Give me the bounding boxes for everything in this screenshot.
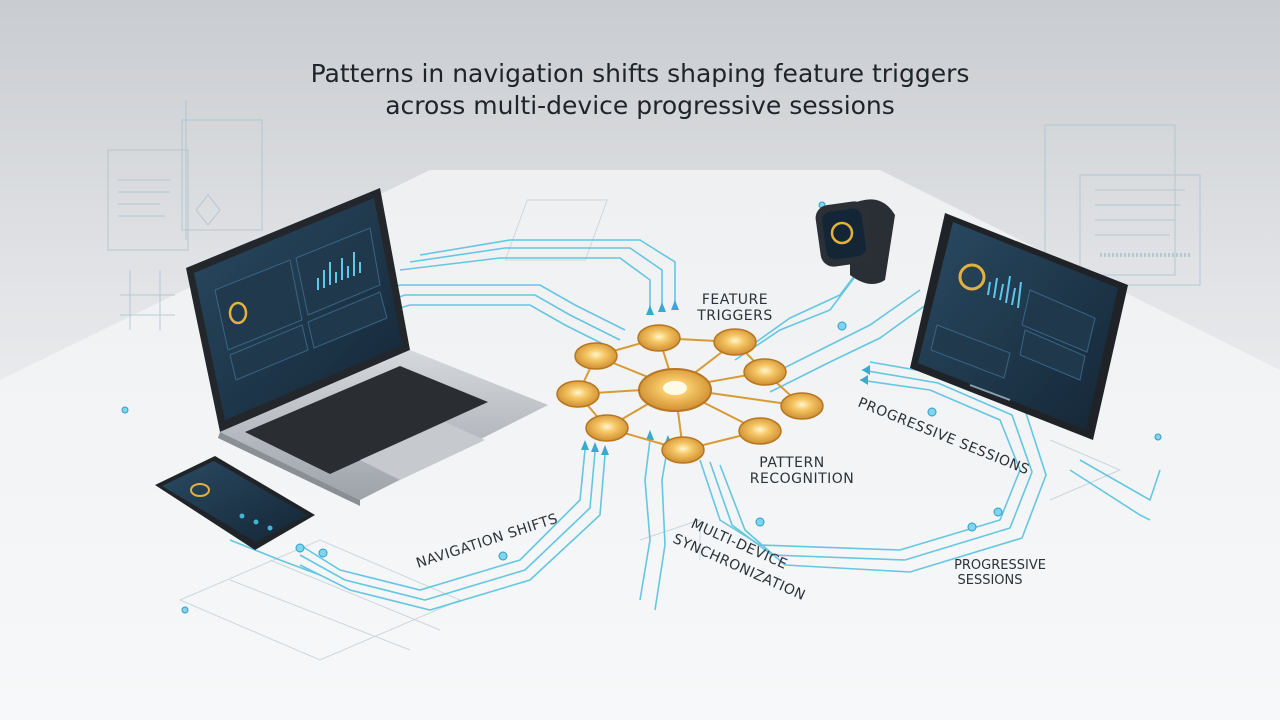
trigger-node: [637, 324, 681, 352]
trigger-node: [661, 436, 705, 464]
tablet-gauge-icon: [958, 263, 986, 291]
floor-plane: [0, 170, 1280, 720]
path-arrowheads: [581, 300, 870, 455]
trigger-node: [556, 380, 600, 408]
feature-trigger-network: [556, 324, 824, 464]
left-hologram-panels: [107, 100, 263, 330]
diagram-title-line-1: Patterns in navigation shifts shaping fe…: [310, 59, 970, 88]
tablet-device: [910, 213, 1128, 440]
watch-screen: [822, 208, 866, 260]
central-hub-core: [663, 381, 687, 395]
label-pattern-recognition-line2: RECOGNITION: [750, 471, 855, 487]
watch-ring-icon: [830, 221, 854, 245]
phone-gauge-icon: [190, 483, 210, 497]
path-nodes: [121, 201, 1162, 614]
trigger-node: [585, 414, 629, 442]
label-feature-triggers-line1: FEATURE: [702, 292, 768, 308]
trigger-node: [743, 358, 787, 386]
trigger-node: [713, 328, 757, 356]
label-progressive-sessions-line2: SESSIONS: [957, 573, 1022, 588]
phone-screen: [162, 461, 307, 542]
laptop-device: [186, 188, 548, 506]
trigger-node: [780, 392, 824, 420]
trigger-node: [574, 342, 618, 370]
laptop-gauge-icon: [228, 301, 248, 325]
diagram-title-line-2: across multi-device progressive sessions: [385, 91, 895, 120]
tablet-screen: [918, 222, 1118, 430]
smartwatch-device: [815, 199, 895, 284]
laptop-keyboard: [245, 366, 488, 474]
label-progressive-sessions-line1: PROGRESSIVE: [954, 558, 1046, 573]
trigger-node: [738, 417, 782, 445]
right-hologram-panels: [1044, 124, 1201, 286]
smartphone-device: [155, 456, 315, 550]
label-feature-triggers-line2: TRIGGERS: [696, 308, 773, 324]
floor-grid-lines: [179, 199, 1122, 661]
laptop-trackpad: [360, 422, 485, 480]
label-pattern-recognition-line1: PATTERN: [759, 455, 824, 471]
